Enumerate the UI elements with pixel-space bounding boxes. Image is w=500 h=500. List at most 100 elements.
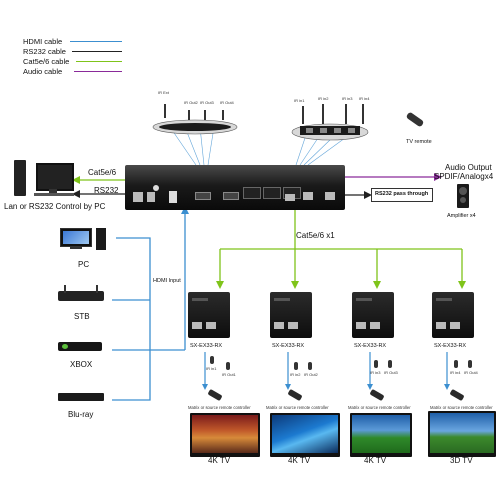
- cat-port: [303, 192, 313, 200]
- ir-right-label-2: IR in2: [318, 96, 329, 101]
- ir-emitter-icon: [374, 360, 378, 368]
- source-pc: [60, 228, 112, 254]
- hdmi-arrow-rx3: [367, 384, 373, 390]
- cat-arrow-1: [216, 281, 224, 289]
- ir-left-label-1: IR Ext: [158, 90, 169, 95]
- ir-emitter-icon: [204, 110, 206, 120]
- pc-control-label: Lan or RS232 Control by PC: [4, 202, 106, 211]
- cat-arrow-4: [458, 281, 466, 289]
- legend-label-hdmi: HDMI cable: [23, 37, 63, 46]
- legend-label-rs232: RS232 cable: [23, 47, 66, 56]
- ir-emitter-icon: [210, 356, 214, 364]
- ir-emitter-icon: [294, 362, 298, 370]
- tv-3-label: 4K TV: [364, 456, 387, 465]
- rs232-arrow-pc: [72, 190, 80, 198]
- ir-emitter-icon: [388, 360, 392, 368]
- rx3-ir-a: IR in3: [370, 370, 381, 375]
- rx4-ir-a: IR in4: [450, 370, 461, 375]
- hdmi-arrow-rx1: [202, 384, 208, 390]
- rs232-label: RS232: [94, 186, 119, 195]
- receiver-4-model: SX-EX33-RX: [434, 343, 467, 349]
- legend-line-cat: [76, 61, 122, 63]
- rs232-arrow-passthrough: [364, 191, 372, 199]
- rs232-passthrough-label: RS232 pass through: [375, 191, 429, 197]
- ir-receiver-icon: [322, 104, 324, 124]
- ir-group-left: IR Ext IR Out2 IR Out3 IR Out4: [150, 90, 240, 136]
- ir-right-label-1: IR in1: [294, 98, 305, 103]
- ir-group-right: IR in1 IR in2 IR in3 IR in4: [290, 96, 370, 142]
- xbox-icon: [58, 340, 104, 354]
- ir-right-label-4: IR in4: [359, 96, 370, 101]
- ir-emitter-icon: [454, 360, 458, 368]
- receiver-1: [188, 292, 230, 338]
- hdmi-input-label: HDMI Input: [153, 278, 181, 284]
- rx1-remote-label: Matrix or source remote controller: [188, 405, 251, 410]
- ir-left-label-4: IR Out4: [220, 100, 234, 105]
- cat-arrow-pc: [72, 176, 80, 184]
- rx1-ir-b: IR Out1: [222, 372, 236, 377]
- pc-monitor-icon: [60, 228, 92, 247]
- hdmi-arrow-rx2: [285, 384, 291, 390]
- ir-cable: [295, 137, 306, 166]
- hdmi-cable-pc: [116, 237, 185, 351]
- rx3-remote-label: Matrix or source remote controller: [348, 405, 411, 410]
- cat-arrow-2: [291, 281, 299, 289]
- matrix-port: [133, 192, 143, 202]
- source-label-pc: PC: [78, 260, 90, 269]
- tv-1-label: 4K TV: [208, 456, 231, 465]
- receiver-1-model: SX-EX33-RX: [190, 343, 223, 349]
- amplifier-label: Amplifier x4: [447, 213, 476, 219]
- ir-receiver-icon: [345, 104, 347, 124]
- tv-remote-label: TV remote: [406, 139, 432, 145]
- ir-cable: [299, 137, 319, 166]
- ir-cable: [303, 137, 333, 166]
- tv-2: [270, 413, 340, 457]
- rs232-passthrough-box: RS232 pass through: [371, 188, 433, 202]
- output-port: [243, 187, 261, 199]
- ir-left-label-2: IR Out2: [184, 100, 198, 105]
- tv-4: [428, 411, 496, 457]
- legend-line-rs232: [72, 51, 122, 53]
- receiver-3: [352, 292, 394, 338]
- receiver-2-model: SX-EX33-RX: [272, 343, 305, 349]
- audio-arrow: [434, 173, 442, 181]
- amplifier-icon: [457, 184, 469, 208]
- tv-4-label: 3D TV: [450, 456, 473, 465]
- legend-line-hdmi: [70, 41, 122, 43]
- legend-label-audio: Audio cable: [23, 67, 63, 76]
- ir-emitter-icon: [222, 110, 224, 120]
- ir-group-right-frame: [291, 123, 369, 141]
- ir-emitter-icon: [164, 104, 166, 118]
- audio-spdif-label: SPDIF/Analogx4: [434, 172, 494, 181]
- matrix-switcher: [125, 165, 345, 210]
- cat-label: Cat5e/6: [88, 168, 117, 177]
- rx1-ir-a: IR in1: [206, 366, 217, 371]
- stb-icon: [58, 285, 106, 305]
- tv-2-label: 4K TV: [288, 456, 311, 465]
- source-label-xbox: XBOX: [70, 360, 93, 369]
- receiver-4: [432, 292, 474, 338]
- hdmi-arrow-rx4: [444, 384, 450, 390]
- ir-receiver-icon: [302, 106, 304, 124]
- matrix-port: [153, 185, 159, 191]
- control-pc-icon: [14, 160, 74, 198]
- matrix-port: [147, 192, 155, 202]
- receiver-3-model: SX-EX33-RX: [354, 343, 387, 349]
- cat-x1-label: Cat5e/6 x1: [296, 231, 335, 240]
- ir-emitter-icon: [308, 362, 312, 370]
- ir-emitter-icon: [468, 360, 472, 368]
- ir-receiver-icon: [362, 104, 364, 124]
- ir-emitter-icon: [188, 110, 190, 120]
- hdmi-cable-bluray: [112, 350, 151, 401]
- ir-group-left-frame: [152, 119, 238, 135]
- legend-label-cat: Cat5e/6 cable: [23, 57, 70, 66]
- rx3-ir-b: IR Out3: [384, 370, 398, 375]
- hdmi-input-port: [195, 192, 211, 200]
- ir-left-label-3: IR Out3: [200, 100, 214, 105]
- tv-3: [350, 413, 412, 457]
- bluray-icon: [58, 390, 106, 404]
- receiver-2: [270, 292, 312, 338]
- rx2-ir-a: IR in2: [290, 372, 301, 377]
- rx2-ir-b: IR Out2: [304, 372, 318, 377]
